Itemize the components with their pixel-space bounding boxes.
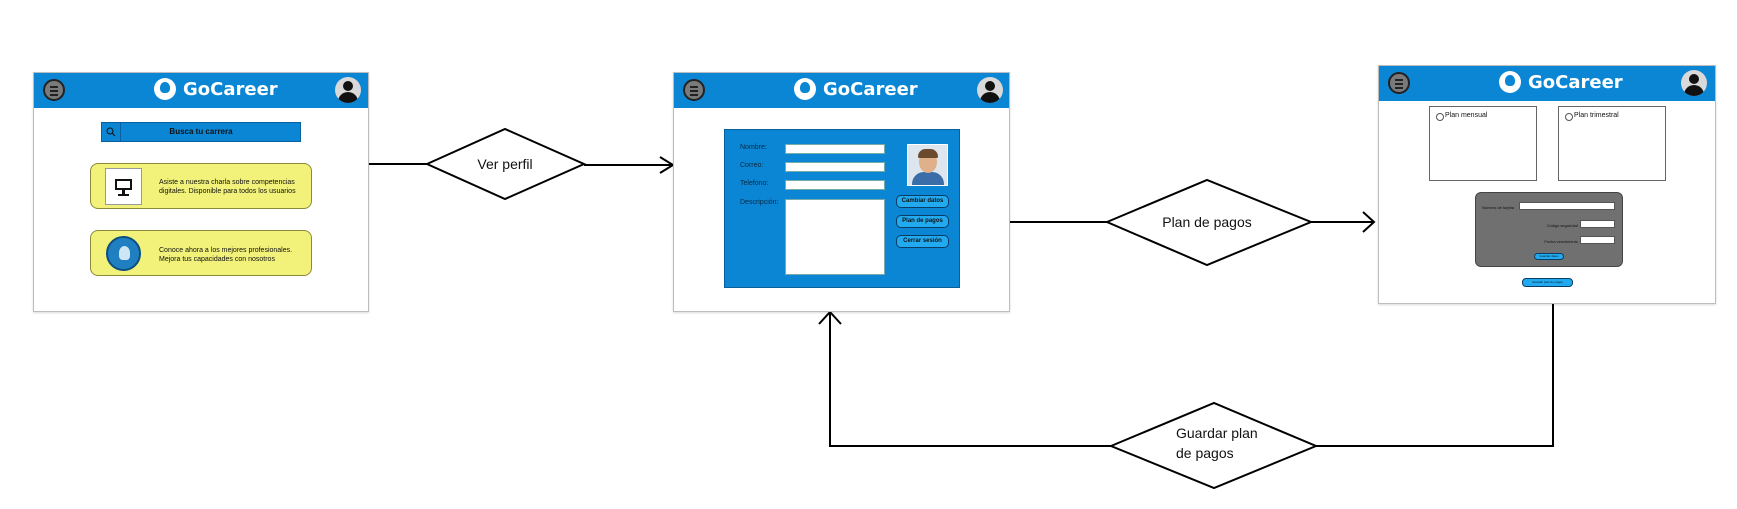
topbar: GoCareer	[34, 73, 368, 108]
screen-home: GoCareer Busca tu carrera Asiste a nuest…	[33, 72, 369, 312]
logo-icon	[154, 78, 176, 100]
radio-monthly[interactable]	[1436, 113, 1444, 121]
label-name: Nombre:	[740, 144, 767, 151]
brand-name: GoCareer	[1528, 71, 1623, 93]
plan-quarterly-label: Plan trimestral	[1574, 112, 1619, 119]
save-plan-button[interactable]: Guardar plan de pagos	[1522, 278, 1573, 287]
card-details-panel: Número de tarjeta Código seguridad Fecha…	[1475, 192, 1623, 267]
change-data-button[interactable]: Cambiar datos	[896, 195, 949, 208]
card-number-field[interactable]	[1519, 202, 1615, 210]
decision-label-view-profile: Ver perfil	[477, 156, 532, 172]
profile-panel: Nombre: Correo: Telefono: Descripción: C…	[724, 129, 960, 288]
decision-label-save-plan-2: de pagos	[1176, 445, 1234, 461]
decision-label-payment-plan: Plan de pagos	[1162, 214, 1252, 230]
logout-button[interactable]: Cerrar sesión	[896, 235, 949, 248]
search-icon[interactable]	[102, 123, 121, 141]
card-professionals-line1: Conoce ahora a los mejores profesionales…	[159, 247, 293, 254]
plan-option-monthly[interactable]: Plan mensual	[1429, 106, 1537, 181]
monitor-icon	[105, 168, 142, 205]
expiry-label: Fecha vencimiento	[1544, 239, 1578, 244]
card-webinar-line2: digitales. Disponible para todos los usu…	[159, 188, 296, 195]
brand: GoCareer	[1499, 71, 1623, 93]
card-webinar-line1: Asiste a nuestra charla sobre competenci…	[159, 179, 295, 186]
email-field[interactable]	[785, 162, 885, 172]
label-email: Correo:	[740, 162, 764, 169]
user-avatar-icon[interactable]	[335, 77, 361, 103]
name-field[interactable]	[785, 144, 885, 154]
plan-option-quarterly[interactable]: Plan trimestral	[1558, 106, 1666, 181]
brand-name: GoCareer	[183, 78, 278, 100]
brand-name: GoCareer	[823, 78, 918, 100]
menu-icon[interactable]	[43, 79, 65, 101]
phone-field[interactable]	[785, 180, 885, 190]
graduate-icon	[106, 236, 141, 271]
connector-line	[829, 312, 1111, 447]
card-webinar[interactable]: Asiste a nuestra charla sobre competenci…	[90, 163, 312, 209]
decision-label-save-plan-1: Guardar plan	[1176, 425, 1258, 441]
screen-profile: GoCareer Nombre: Correo: Telefono: Descr…	[673, 72, 1010, 312]
menu-icon[interactable]	[1388, 72, 1410, 94]
screen-payment-plan: GoCareer Plan mensual Plan trimestral Nú…	[1378, 65, 1716, 304]
profile-photo	[907, 144, 948, 186]
brand: GoCareer	[794, 78, 918, 100]
brand: GoCareer	[154, 78, 278, 100]
arrow-head	[818, 310, 842, 325]
description-field[interactable]	[785, 199, 885, 275]
card-professionals[interactable]: Conoce ahora a los mejores profesionales…	[90, 230, 312, 276]
user-avatar-icon[interactable]	[1681, 70, 1707, 96]
label-description: Descripción:	[740, 199, 779, 206]
card-number-label: Número de tarjeta	[1482, 205, 1515, 210]
topbar: GoCareer	[674, 73, 1009, 108]
radio-quarterly[interactable]	[1565, 113, 1573, 121]
topbar: GoCareer	[1379, 66, 1715, 101]
security-code-field[interactable]	[1580, 220, 1615, 228]
expiry-field[interactable]	[1580, 236, 1615, 244]
arrow-head	[1362, 211, 1376, 233]
payment-plan-button[interactable]: Plan de pagos	[896, 215, 949, 228]
save-card-button[interactable]: Guardar datos	[1534, 253, 1564, 260]
plan-monthly-label: Plan mensual	[1445, 112, 1488, 119]
search-label: Busca tu carrera	[169, 127, 233, 136]
search-bar[interactable]: Busca tu carrera	[101, 122, 301, 142]
logo-icon	[1499, 71, 1521, 93]
connector-line	[1316, 287, 1554, 447]
label-phone: Telefono:	[740, 180, 769, 187]
menu-icon[interactable]	[683, 79, 705, 101]
decision-save-plan	[1108, 401, 1319, 490]
security-code-label: Código seguridad	[1546, 223, 1578, 228]
user-avatar-icon[interactable]	[977, 77, 1003, 103]
card-professionals-line2: Mejora tus capacidades con nosotros	[159, 256, 275, 263]
logo-icon	[794, 78, 816, 100]
